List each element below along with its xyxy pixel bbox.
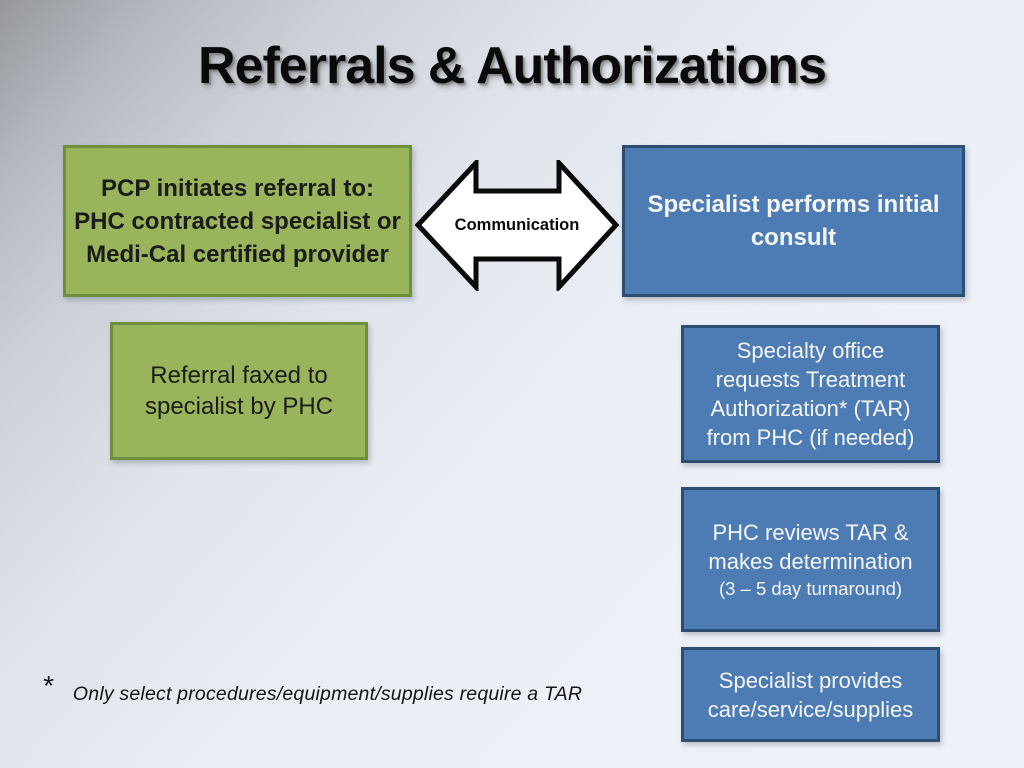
- text-line: Medi-Cal certified provider: [86, 240, 389, 268]
- communication-arrow-label: Communication: [454, 216, 580, 234]
- text-line: care/service/supplies: [707, 696, 914, 722]
- text-line: specialist by PHC: [144, 393, 334, 420]
- text-line: PHC reviews TAR &: [712, 520, 909, 545]
- specialist-provides-box: Specialist provides care/service/supplie…: [681, 647, 940, 742]
- footnote: * Only select procedures/equipment/suppl…: [42, 672, 602, 706]
- text-line: PCP initiates referral to:: [101, 174, 374, 202]
- tar-request-box: Specialty office requests Treatment Auth…: [681, 325, 940, 463]
- double-arrow-icon: [415, 160, 619, 291]
- specialist-consult-box: Specialist performs initial consult: [622, 145, 965, 297]
- phc-review-box: PHC reviews TAR & makes determination (3…: [681, 487, 940, 632]
- communication-arrow: Communication: [415, 160, 619, 291]
- text-line: from PHC (if needed): [706, 425, 915, 450]
- slide-title: Referrals & Authorizations: [198, 37, 827, 95]
- footnote-asterisk: *: [42, 670, 53, 701]
- footnote-text: Only select procedures/equipment/supplie…: [72, 683, 583, 705]
- referral-faxed-box: Referral faxed to specialist by PHC: [110, 322, 368, 460]
- text-line: requests Treatment: [715, 367, 906, 392]
- text-line: Specialty office: [736, 338, 885, 363]
- text-line: Referral faxed to: [150, 362, 328, 389]
- text-line: consult: [750, 224, 837, 251]
- text-line: Authorization* (TAR): [710, 396, 911, 421]
- text-line: Specialist provides: [718, 667, 903, 693]
- turnaround-note: (3 – 5 day turnaround): [718, 578, 903, 599]
- text-line: makes determination: [708, 549, 913, 574]
- pcp-referral-box: PCP initiates referral to: PHC contracte…: [63, 145, 412, 297]
- text-line: PHC contracted specialist or: [74, 207, 401, 235]
- text-line: Specialist performs initial: [647, 191, 940, 218]
